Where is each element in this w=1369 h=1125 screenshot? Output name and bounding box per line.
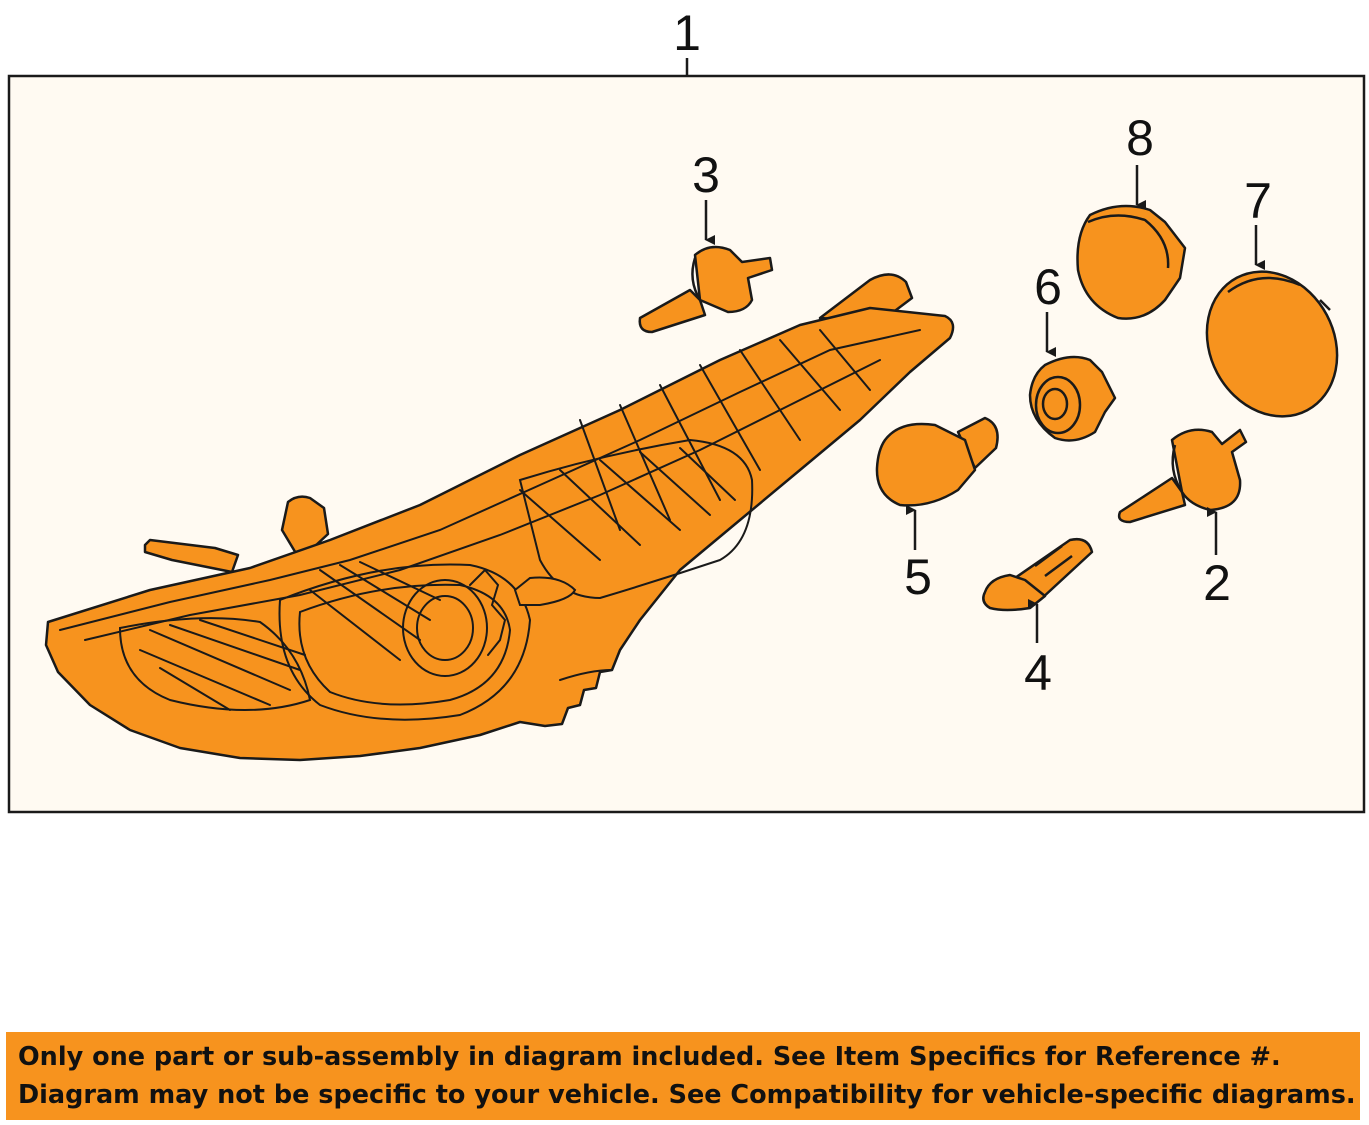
part-5-bulb xyxy=(875,416,999,507)
callout-5-label: 5 xyxy=(904,549,932,605)
parts-diagram: 1 3 8 7 6 5 2 4 xyxy=(7,5,1366,814)
headlamp-assembly xyxy=(44,273,955,762)
callout-3-label: 3 xyxy=(692,147,720,203)
callout-2-label: 2 xyxy=(1203,555,1231,611)
part-6-socket xyxy=(1028,355,1117,442)
disclaimer-line-1: Only one part or sub-assembly in diagram… xyxy=(18,1042,1281,1072)
callout-7-label: 7 xyxy=(1244,173,1272,229)
disclaimer-banner: Only one part or sub-assembly in diagram… xyxy=(6,1032,1360,1120)
part-2-bulb xyxy=(1117,428,1248,524)
callout-4-label: 4 xyxy=(1024,645,1052,701)
disclaimer-line-2: Diagram may not be specific to your vehi… xyxy=(18,1080,1356,1110)
callout-6-label: 6 xyxy=(1034,259,1062,315)
part-3-bulb xyxy=(638,245,774,334)
callout-1-label: 1 xyxy=(673,5,701,61)
part-7-cap xyxy=(1205,270,1339,418)
callout-8-label: 8 xyxy=(1126,110,1154,166)
headlamp-detail-lines xyxy=(59,329,921,721)
callout-arrows xyxy=(704,165,1265,643)
